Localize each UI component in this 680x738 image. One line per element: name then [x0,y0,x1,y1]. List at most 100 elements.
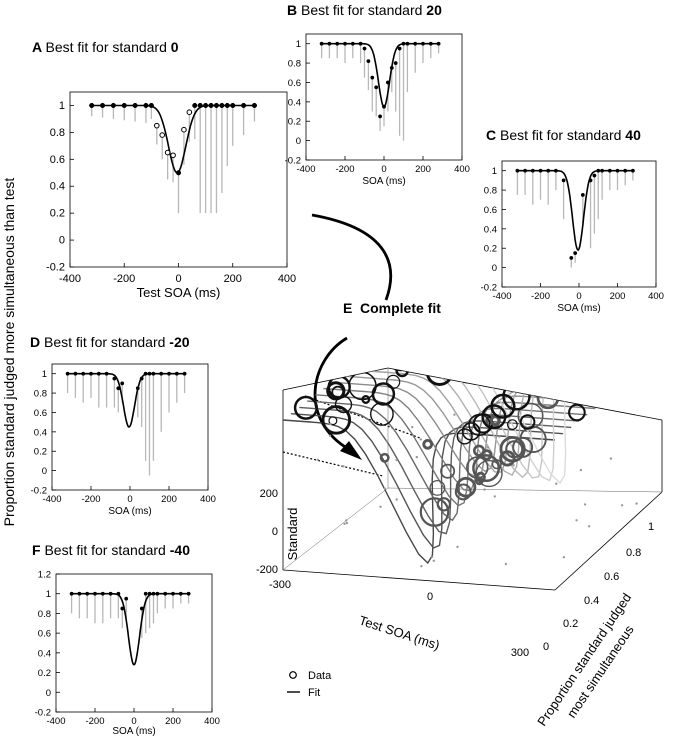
panel-a-data-point [181,126,187,133]
surface-dot [343,522,346,525]
e-standard-label: Standard [285,508,300,561]
panel-c-ytick-label: 0.4 [484,224,497,235]
surface-dot [329,422,332,426]
panel-c-data-point [546,168,551,173]
panel-b-data-point [366,59,371,64]
panel-a-ytick-label: 0.2 [50,208,65,220]
panel-f-title-text: Best fit for standard [44,542,169,558]
panel-f-data-point [120,606,125,611]
panel-b-data-point [393,61,398,66]
panel-d-data-point [182,371,187,376]
surface-data-circle [475,459,503,488]
panel-d-ytick-label: 0.4 [34,427,47,438]
panel-b-title-text: Best fit for standard [301,2,426,18]
surface-dot [512,464,515,467]
panel-f-data-point [147,591,152,596]
panel-c-data-point [569,255,574,260]
panel-b-data-point [327,41,332,46]
surface-data-circle [519,414,536,430]
panel-f-data-point [124,596,129,601]
surface-3d [283,335,661,568]
panel-d-data-point [159,371,164,376]
surface-data-circle [499,436,526,463]
panel-a-data-point [230,102,236,109]
panel-c-ytick-label: 0.8 [484,186,497,197]
panel-c-data-point [580,192,585,197]
e-ztick-0: 0 [543,641,549,653]
panel-f-xtick-label: -200 [85,716,104,727]
surface-data-circle [472,454,501,483]
panel-d-xtick-label: -400 [42,494,61,505]
panel-b-data-point [350,41,355,46]
surface-data-circle [386,368,415,372]
surface-data-circle [548,368,562,373]
panel-b-data-point [374,85,379,90]
legend-data-label: Data [308,670,332,682]
panel-d-ytick-label: 1 [42,369,47,380]
panel-c-xtick-label: 200 [610,291,626,302]
panel-c-data-point [596,168,601,173]
surface-dot [486,446,490,449]
panel-d-data-point [151,371,156,376]
panel-d-data-point [120,381,125,386]
surface-data-circle [369,402,394,426]
panel-c-xtick-label: -200 [531,291,550,302]
panel-a-data-point [203,102,209,109]
panel-a-title-text: Best fit for standard [45,39,170,55]
panel-d-ytick-label: 0.2 [34,447,47,458]
panel-f-data-point [77,591,82,596]
panel-d-ytick-label: 0 [42,466,47,477]
panel-d-xtick-label: 200 [161,494,177,505]
surface-dot [583,503,587,506]
panel-b-data-point [378,114,383,119]
legend-fit-label: Fit [308,687,320,699]
surface-data-circle [490,393,516,419]
surface-data-circle [361,395,371,404]
surface-dot [596,403,600,407]
panel-d-data-point [96,371,101,376]
panel-c-xlabel: SOA (ms) [557,303,600,314]
surface-data-circle [293,395,318,420]
panel-b-data-point [335,41,340,46]
surface-data-circle [436,497,451,512]
panel-a-data-point [208,102,214,109]
surface-dot [575,519,578,522]
surface-data-circle [386,374,401,389]
panel-c-ytick-label: 0 [492,263,497,274]
panel-a-data-point [148,102,154,109]
panel-a-data-point [89,102,95,109]
panel-c-ytick-label: -0.2 [481,283,497,294]
surface-dot [420,565,423,568]
panel-a-ytick-label: 1 [59,100,65,112]
panel-d-data-point [104,371,109,376]
panel-d-data-point [116,386,121,391]
panel-c-data-point [592,173,597,178]
panel-d-data-point [73,371,78,376]
surface-dot [609,560,612,563]
panel-b-data-point [397,46,402,51]
surface-data-circle [538,375,553,390]
panel-d-title-text: Best fit for standard [44,334,169,350]
panel-b-title: B Best fit for standard 20 [287,2,442,18]
panel-a-data-point [241,102,247,109]
surface-dot [609,457,613,460]
surface-dot [395,498,398,501]
surface-dot [432,559,435,562]
surface-data-circle [455,353,461,359]
panel-d-data-point [143,371,148,376]
surface-data-circle [568,403,586,422]
panel-b-data-point [358,41,363,46]
surface-dot [498,435,501,438]
panel-b-data-point [405,41,410,46]
panel-d-data-point [147,371,152,376]
panel-b-letter: B [287,2,301,18]
surface-data-circle [425,335,441,351]
panel-a-data-point [110,102,116,109]
panel-c-title-text: Best fit for standard [500,127,625,143]
panel-c-title: C Best fit for standard 40 [486,127,641,143]
panel-d-data-point [81,371,86,376]
panel-a-data-point [219,102,225,109]
surface-contour [387,368,661,485]
